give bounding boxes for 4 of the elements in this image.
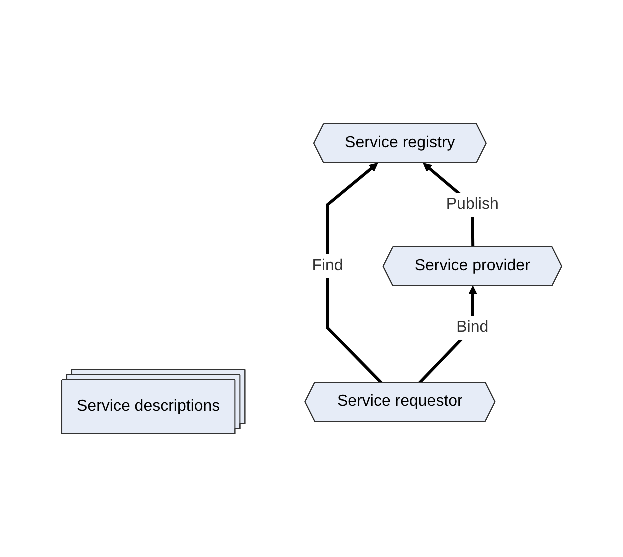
edge-label: Bind [456,318,488,336]
edge-label: Find [312,256,343,274]
arrow [326,162,382,384]
edge-label: Publish [446,195,498,212]
